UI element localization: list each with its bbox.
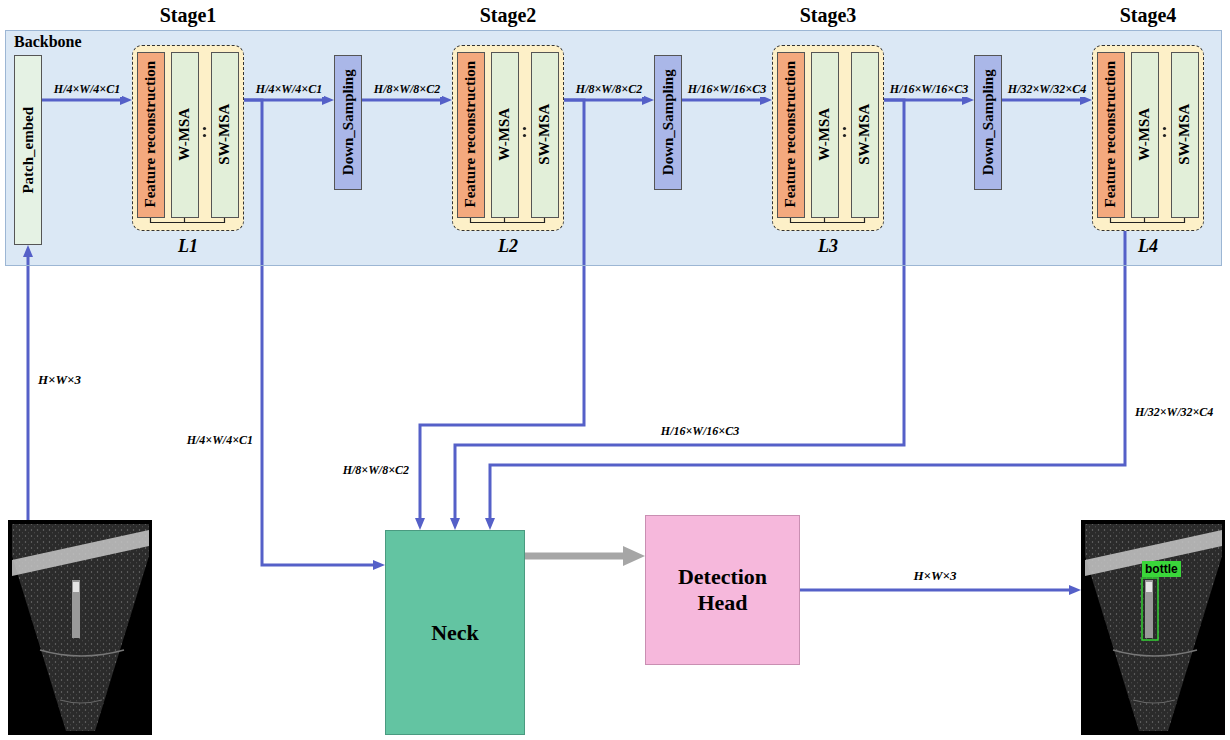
layer-count: L4 bbox=[1138, 236, 1158, 257]
w-msa-box: W-MSA bbox=[171, 52, 199, 218]
dimension-label: H×W×3 bbox=[912, 568, 959, 584]
stage-title: Stage2 bbox=[480, 4, 537, 27]
ellipsis-dot bbox=[203, 134, 206, 137]
w-msa-box: W-MSA bbox=[811, 52, 839, 218]
downsampling-box: Down_Sampling bbox=[334, 55, 362, 190]
dimension-label: H/16×W/16×C3 bbox=[686, 82, 768, 97]
node-label: Detection Head bbox=[654, 564, 791, 616]
node-label: Down_Sampling bbox=[660, 70, 677, 176]
node-label: Feature reconstruction bbox=[782, 61, 799, 208]
sonar-fan bbox=[12, 524, 149, 731]
dimension-label: H/16×W/16×C3 bbox=[659, 424, 741, 439]
dimension-label: H/4×W/4×C1 bbox=[52, 82, 122, 97]
bottle-echo bbox=[72, 580, 80, 638]
dimension-label: H/16×W/16×C3 bbox=[888, 82, 970, 97]
node-label: W-MSA bbox=[176, 108, 193, 161]
dimension-label: H/4×W/4×C1 bbox=[185, 433, 255, 448]
downsampling-box: Down_Sampling bbox=[654, 55, 682, 190]
node-label: SW-MSA bbox=[856, 104, 873, 165]
node-label: W-MSA bbox=[816, 108, 833, 161]
ellipsis-dot bbox=[523, 127, 526, 130]
bottle-echo bbox=[73, 582, 79, 592]
sonar-arc bbox=[40, 650, 124, 656]
stage-block: Feature reconstructionW-MSASW-MSAL2 bbox=[452, 45, 564, 231]
layer-count: L3 bbox=[818, 236, 838, 257]
stage-title: Stage1 bbox=[160, 4, 217, 27]
sonar-band bbox=[12, 530, 149, 576]
ellipsis-dot bbox=[1163, 134, 1166, 137]
sonar-arc bbox=[60, 700, 102, 703]
feature-connector bbox=[682, 99, 764, 102]
input-arrow bbox=[27, 253, 30, 520]
dimension-label: H/8×W/8×C2 bbox=[574, 82, 644, 97]
feature-reconstruction-box: Feature reconstruction bbox=[457, 52, 485, 218]
node-label: W-MSA bbox=[496, 108, 513, 161]
feature-reconstruction-box: Feature reconstruction bbox=[1097, 52, 1125, 218]
class-label: bottle bbox=[1142, 561, 1181, 577]
node-label: Down_Sampling bbox=[980, 70, 997, 176]
stage-title: Stage4 bbox=[1120, 4, 1177, 27]
stage-block: Feature reconstructionW-MSASW-MSAL1 bbox=[132, 45, 244, 231]
image-frame bbox=[8, 520, 152, 735]
ellipsis-dot bbox=[1163, 127, 1166, 130]
neck-box: Neck bbox=[385, 530, 525, 735]
ellipsis-dot bbox=[843, 127, 846, 130]
flow-arrow bbox=[525, 553, 631, 560]
node-label: Feature reconstruction bbox=[462, 61, 479, 208]
sw-msa-box: SW-MSA bbox=[851, 52, 879, 218]
feature-connector bbox=[42, 99, 124, 102]
feature-connector bbox=[490, 231, 1125, 522]
stage-block: Feature reconstructionW-MSASW-MSAL4 bbox=[1092, 45, 1204, 231]
dimension-label: H/4×W/4×C1 bbox=[254, 82, 324, 97]
layer-count: L1 bbox=[178, 236, 198, 257]
feature-connector bbox=[1002, 99, 1084, 102]
node-label: Down_Sampling bbox=[340, 70, 357, 176]
ellipsis-dot bbox=[523, 134, 526, 137]
node-label: SW-MSA bbox=[1176, 104, 1193, 165]
sw-msa-box: SW-MSA bbox=[531, 52, 559, 218]
w-msa-box: W-MSA bbox=[491, 52, 519, 218]
dimension-label: H×W×3 bbox=[36, 372, 83, 388]
sonar-image-output bbox=[1081, 520, 1225, 735]
backbone-panel: Patch_embed Feature reconstruction W-MSA SW… bbox=[5, 30, 1222, 266]
ellipsis-dot bbox=[203, 127, 206, 130]
panel-title: Backbone bbox=[14, 33, 82, 51]
stage-block: Feature reconstructionW-MSASW-MSAL3 bbox=[772, 45, 884, 231]
layer-count: L2 bbox=[498, 236, 518, 257]
backbone-background bbox=[5, 30, 1222, 266]
dimension-label: H/32×W/32×C4 bbox=[1133, 405, 1215, 420]
node-label: Neck bbox=[431, 620, 479, 646]
downsampling-box: Down_Sampling bbox=[974, 55, 1002, 190]
sw-msa-box: SW-MSA bbox=[1171, 52, 1199, 218]
sonar-image bbox=[8, 520, 152, 735]
node-label: SW-MSA bbox=[536, 104, 553, 165]
sw-msa-box: SW-MSA bbox=[211, 52, 239, 218]
feature-reconstruction-box: Feature reconstruction bbox=[137, 52, 165, 218]
output-arrow bbox=[800, 589, 1073, 592]
node-label: Patch_embed bbox=[20, 107, 37, 194]
dimension-label: H/8×W/8×C2 bbox=[341, 463, 411, 478]
detection-head-box: Detection Head bbox=[645, 515, 800, 665]
w-msa-box: W-MSA bbox=[1131, 52, 1159, 218]
feature-connector bbox=[362, 99, 444, 102]
node-label: Feature reconstruction bbox=[1102, 61, 1119, 208]
node-label: SW-MSA bbox=[216, 104, 233, 165]
node-label: W-MSA bbox=[1136, 108, 1153, 161]
dimension-label: H/8×W/8×C2 bbox=[372, 82, 442, 97]
patch-embed-box: Patch_embed bbox=[14, 55, 42, 245]
ellipsis-dot bbox=[843, 134, 846, 137]
feature-reconstruction-box: Feature reconstruction bbox=[777, 52, 805, 218]
dimension-label: H/32×W/32×C4 bbox=[1006, 82, 1088, 97]
node-label: Feature reconstruction bbox=[142, 61, 159, 208]
stage-title: Stage3 bbox=[800, 4, 857, 27]
detection-box bbox=[1142, 578, 1158, 640]
